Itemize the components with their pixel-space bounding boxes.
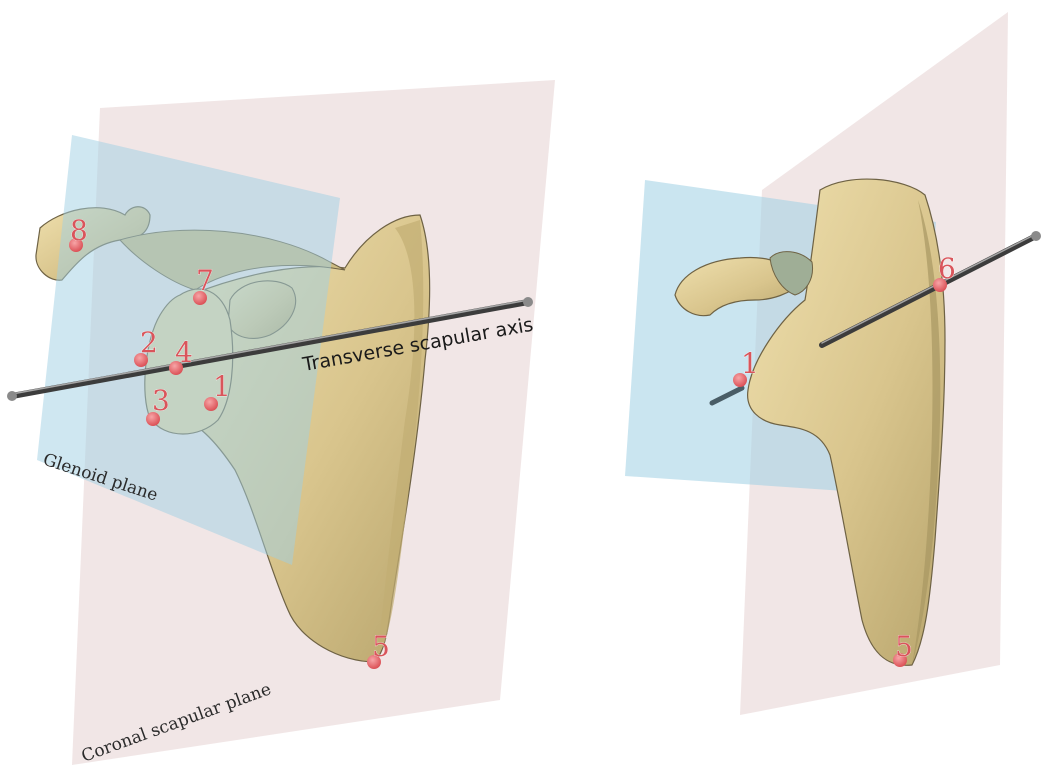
landmark-5-label-right: 5	[895, 630, 913, 663]
axis-end-cap-left-a	[7, 391, 17, 401]
axis-end-cap-right	[1031, 231, 1041, 241]
landmark-2-label: 2	[140, 326, 158, 359]
left-view: Transverse scapular axis Glenoid plane C…	[7, 80, 555, 767]
axis-end-cap-left-b	[523, 297, 533, 307]
landmark-1-label-right: 1	[741, 347, 759, 380]
landmark-5-label: 5	[372, 630, 390, 663]
landmark-1-label: 1	[213, 370, 231, 403]
right-view: 6 1 5	[625, 12, 1041, 715]
landmark-4-label: 4	[175, 336, 193, 369]
landmark-8-label: 8	[70, 214, 88, 247]
landmark-6-label: 6	[938, 252, 956, 285]
landmark-3-label: 3	[152, 384, 170, 417]
landmark-7-label: 7	[196, 264, 214, 297]
